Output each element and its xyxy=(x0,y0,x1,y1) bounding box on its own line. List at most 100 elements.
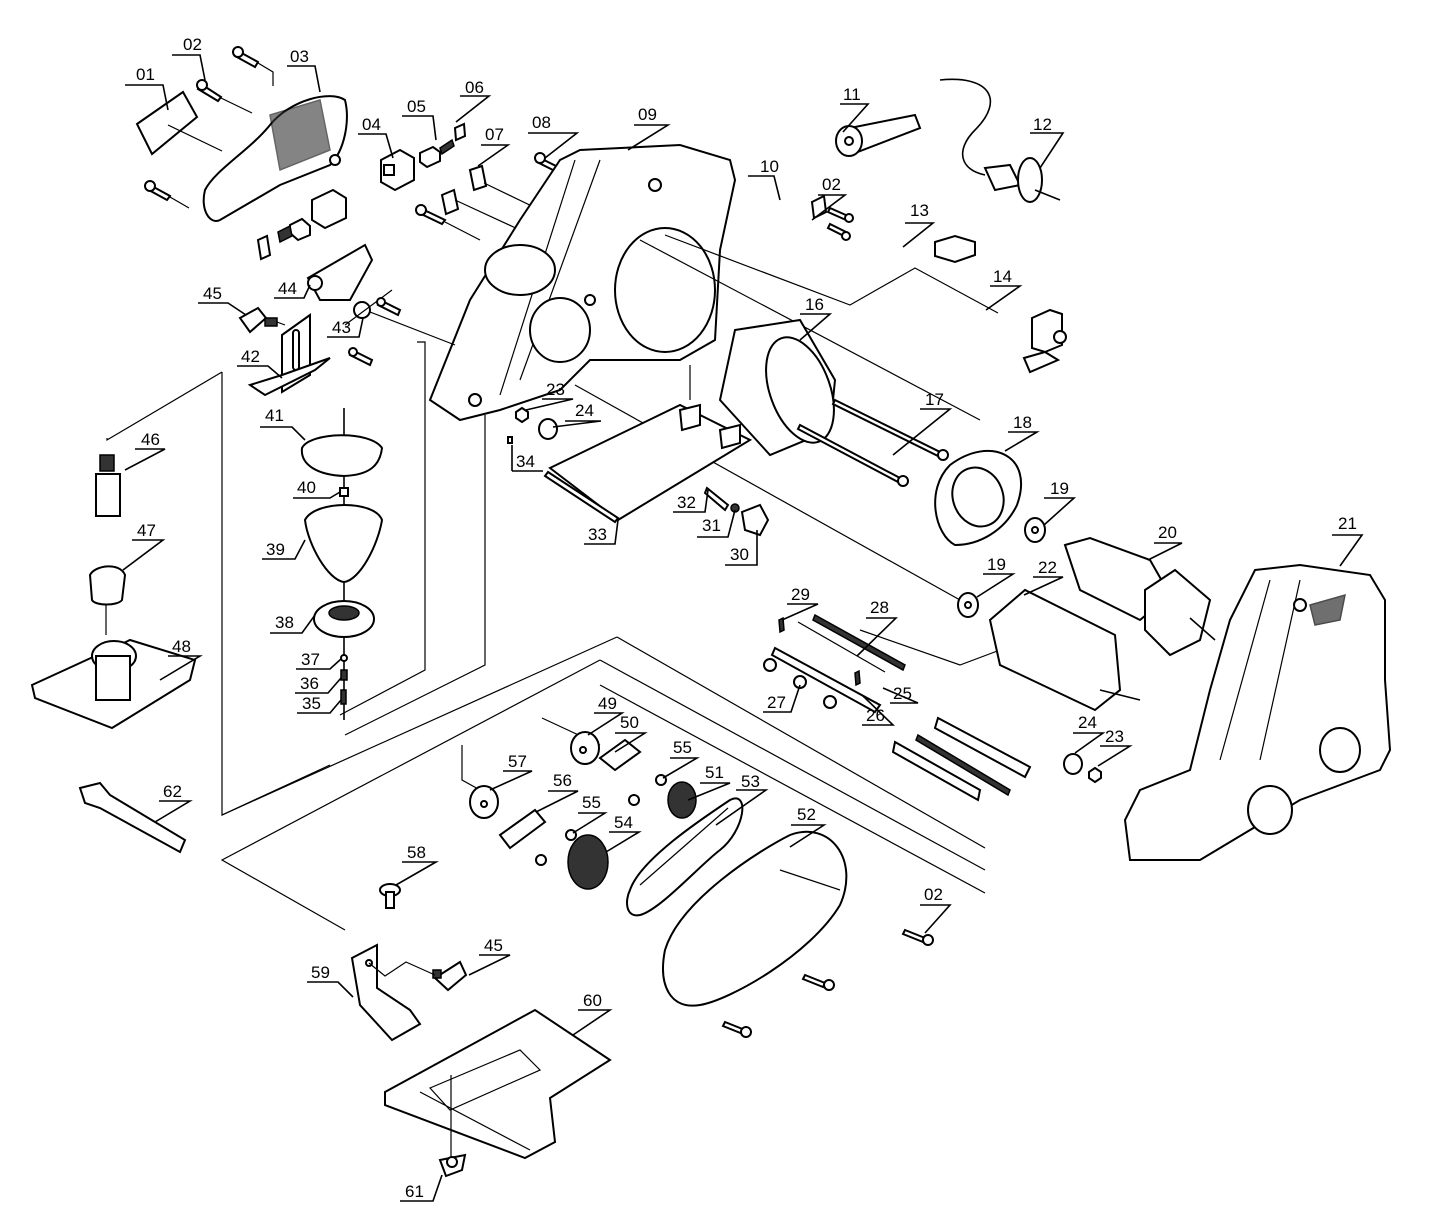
svg-text:19: 19 xyxy=(987,555,1006,574)
callout-10: 10 xyxy=(748,157,781,201)
svg-text:19: 19 xyxy=(1050,479,1069,498)
svg-text:62: 62 xyxy=(163,782,182,801)
svg-text:54: 54 xyxy=(614,813,633,832)
part-02-screws xyxy=(144,46,274,209)
callout-19-lower: 19 xyxy=(976,555,1016,598)
svg-text:52: 52 xyxy=(797,805,816,824)
callout-02-cover-screw: 02 xyxy=(172,35,206,81)
svg-text:24: 24 xyxy=(1078,713,1097,732)
svg-text:34: 34 xyxy=(516,452,535,471)
callout-58: 58 xyxy=(395,843,439,886)
svg-text:60: 60 xyxy=(583,991,602,1010)
svg-text:17: 17 xyxy=(925,390,944,409)
callout-04: 04 xyxy=(358,115,394,159)
part-62-spanner xyxy=(78,781,187,854)
svg-text:30: 30 xyxy=(730,545,749,564)
part-19-bearings xyxy=(957,517,1046,618)
svg-text:24: 24 xyxy=(575,401,594,420)
callout-23-upper: 23 xyxy=(525,380,574,411)
part-25-29-blade-assembly xyxy=(763,613,1032,802)
callout-28: 28 xyxy=(856,598,898,657)
svg-text:10: 10 xyxy=(760,157,779,176)
callout-13: 13 xyxy=(902,201,936,248)
part-52-belt-cover xyxy=(662,830,934,1038)
part-09-motor-housing xyxy=(428,143,737,422)
callout-52: 52 xyxy=(789,805,827,848)
callout-30: 30 xyxy=(725,530,758,566)
callout-17: 17 xyxy=(892,390,953,456)
svg-text:18: 18 xyxy=(1013,413,1032,432)
part-03-side-cover xyxy=(202,95,348,222)
svg-text:27: 27 xyxy=(767,693,786,712)
callout-09: 09 xyxy=(627,105,671,151)
svg-text:16: 16 xyxy=(805,295,824,314)
callout-55-lower: 55 xyxy=(572,793,608,834)
svg-text:51: 51 xyxy=(705,763,724,782)
callout-35: 35 xyxy=(297,694,342,714)
svg-text:02: 02 xyxy=(924,885,943,904)
svg-text:06: 06 xyxy=(465,78,484,97)
svg-text:43: 43 xyxy=(332,318,351,337)
callout-55-upper: 55 xyxy=(662,738,700,779)
callout-16: 16 xyxy=(799,295,833,341)
callout-26: 26 xyxy=(861,694,895,726)
svg-text:48: 48 xyxy=(172,637,191,656)
callout-45-upper: 45 xyxy=(198,284,247,316)
callout-11: 11 xyxy=(840,85,870,133)
callout-01: 01 xyxy=(125,65,169,111)
callout-20: 20 xyxy=(1147,523,1183,561)
part-42-fence-bracket xyxy=(247,313,331,397)
part-21-planer-body xyxy=(1123,563,1392,861)
callout-62: 62 xyxy=(154,782,193,823)
callout-36: 36 xyxy=(295,674,342,694)
part-18-baffle xyxy=(934,449,1023,547)
part-43-44-chip-deflector xyxy=(306,243,456,367)
part-35-41-depth-knob xyxy=(300,408,384,720)
callout-labels: 01 02 03 04 05 06 07 08 09 10 11 02 12 1… xyxy=(122,35,1364,1202)
svg-text:44: 44 xyxy=(278,279,297,298)
callout-38: 38 xyxy=(270,613,316,634)
svg-text:02: 02 xyxy=(822,175,841,194)
callout-14: 14 xyxy=(985,267,1023,311)
callout-27: 27 xyxy=(763,684,801,713)
callout-48: 48 xyxy=(159,637,203,681)
callout-39: 39 xyxy=(262,539,306,560)
svg-text:08: 08 xyxy=(532,113,551,132)
part-22-cutter-drum xyxy=(988,588,1141,712)
part-04-05-06-brush-holder xyxy=(256,122,467,261)
callout-40: 40 xyxy=(293,478,341,499)
callout-03: 03 xyxy=(287,47,321,93)
part-23-24-nut-bushing xyxy=(507,406,1102,784)
callout-32: 32 xyxy=(673,489,709,513)
callout-47: 47 xyxy=(122,521,166,571)
svg-text:56: 56 xyxy=(553,771,572,790)
part-13-capacitor xyxy=(934,234,976,264)
callout-51: 51 xyxy=(687,763,731,801)
svg-text:41: 41 xyxy=(265,406,284,425)
callout-31: 31 xyxy=(697,509,736,538)
svg-text:50: 50 xyxy=(620,713,639,732)
callout-46: 46 xyxy=(124,430,166,471)
svg-text:61: 61 xyxy=(405,1182,424,1201)
callout-07: 07 xyxy=(477,125,511,167)
svg-text:11: 11 xyxy=(843,85,861,104)
callout-02-clamp-screw: 02 xyxy=(811,175,848,221)
part-10-cord-clamp xyxy=(810,194,854,241)
callout-50: 50 xyxy=(614,713,648,753)
part-14-switch xyxy=(1022,308,1067,374)
svg-text:46: 46 xyxy=(141,430,160,449)
svg-text:58: 58 xyxy=(407,843,426,862)
callout-42: 42 xyxy=(237,347,283,379)
callout-23-lower: 23 xyxy=(1097,727,1133,767)
part-46-48-front-shoe xyxy=(30,371,223,730)
part-49-57-belt-drive xyxy=(469,731,744,917)
callout-02-cover-bolt: 02 xyxy=(920,885,952,934)
svg-text:02: 02 xyxy=(183,35,202,54)
callout-19-upper: 19 xyxy=(1043,479,1077,526)
svg-text:38: 38 xyxy=(275,613,294,632)
part-45-wing-screws xyxy=(238,306,468,992)
callout-25: 25 xyxy=(882,684,919,704)
svg-text:26: 26 xyxy=(866,706,885,725)
svg-text:47: 47 xyxy=(137,521,156,540)
